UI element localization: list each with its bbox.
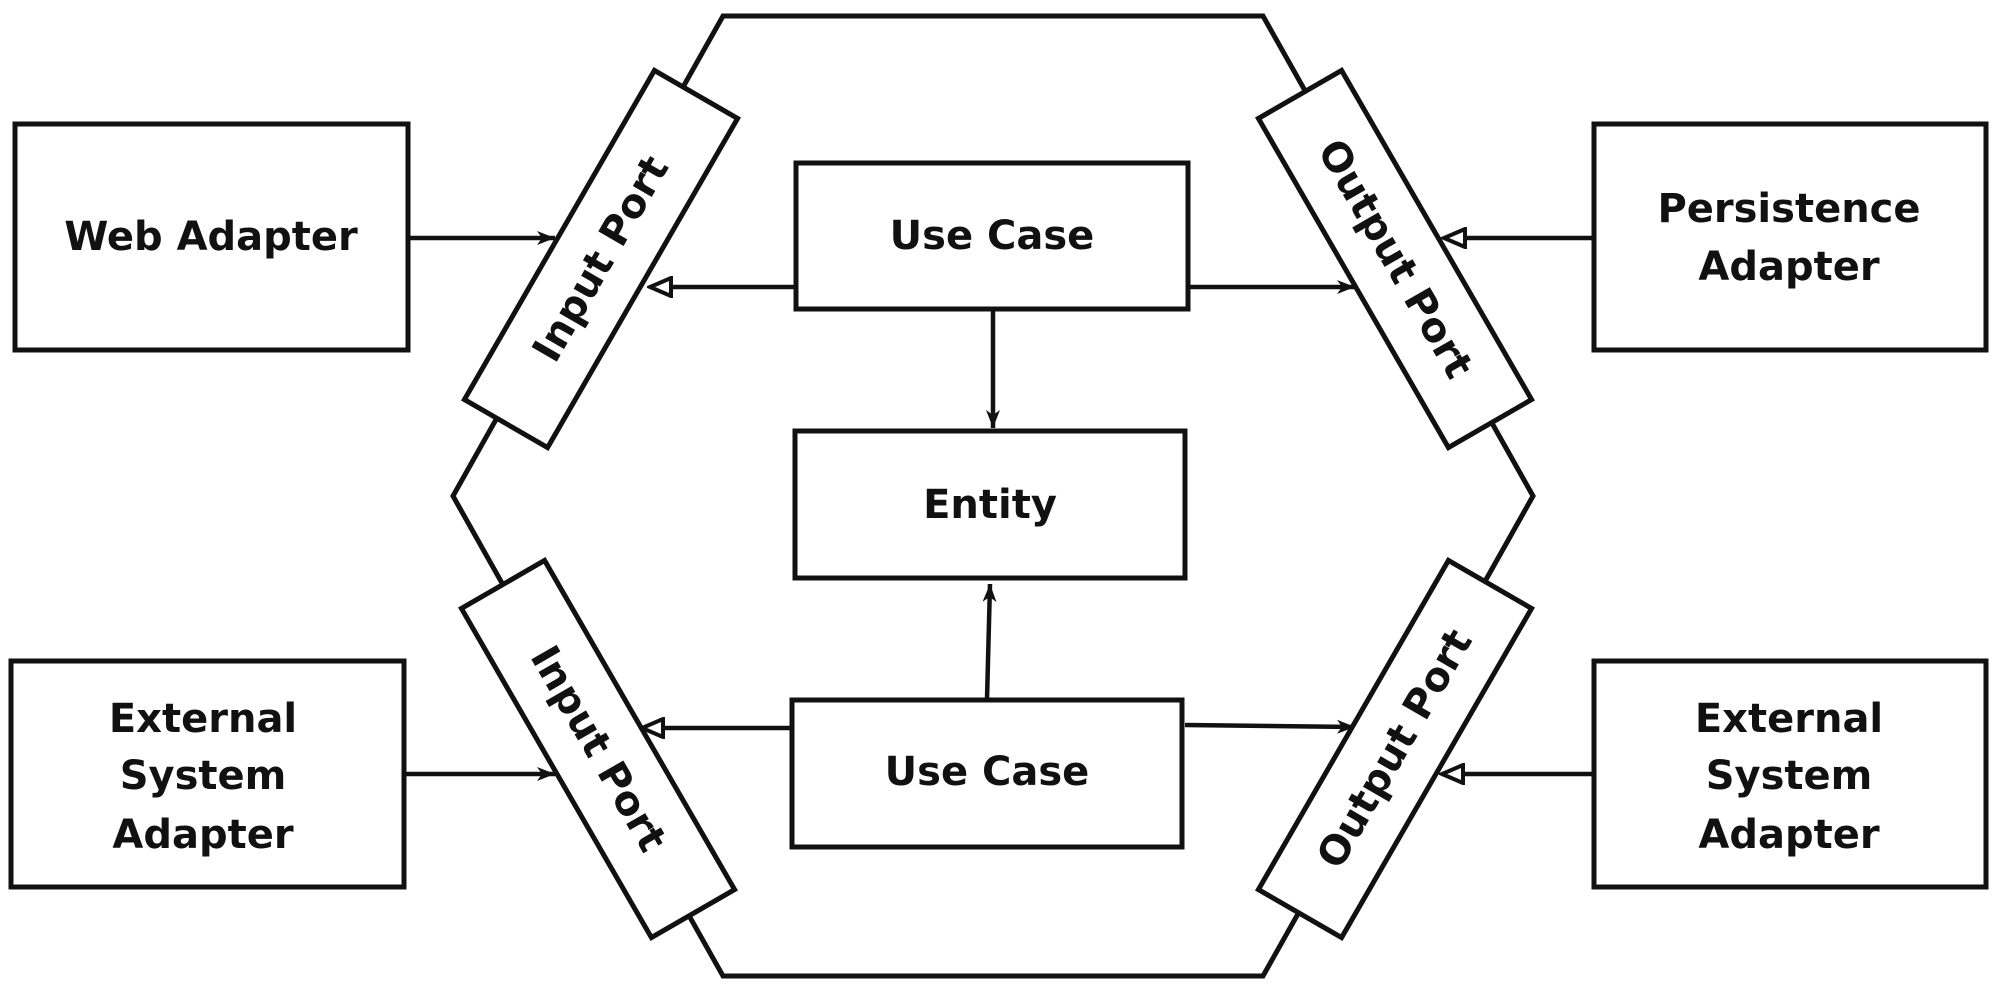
external-system-adapter-left-node: External System Adapter: [8, 658, 407, 890]
entity-label: Entity: [923, 482, 1057, 528]
entity-node: Entity: [792, 428, 1188, 581]
external-right-label-line3: Adapter: [1698, 812, 1879, 858]
input-port-top-node: Input Port: [461, 67, 741, 451]
use-case-bottom-node: Use Case: [789, 697, 1185, 850]
persistence-adapter-node: Persistence Adapter: [1591, 121, 1989, 353]
use-case-bottom-label: Use Case: [885, 749, 1090, 795]
external-system-adapter-right-node: External System Adapter: [1591, 658, 1989, 890]
edge-use-case-bottom-to-entity: [982, 583, 997, 700]
use-case-top-label: Use Case: [890, 213, 1095, 259]
external-right-label-line2: System: [1706, 753, 1873, 799]
web-adapter-label: Web Adapter: [64, 214, 358, 260]
output-port-top-node: Output Port: [1255, 67, 1535, 451]
use-case-top-node: Use Case: [793, 160, 1191, 312]
external-right-label-line1: External: [1695, 696, 1883, 742]
persistence-adapter-label-line2: Adapter: [1698, 244, 1879, 290]
external-left-label-line3: Adapter: [112, 812, 293, 858]
persistence-adapter-label-line1: Persistence: [1657, 186, 1920, 232]
output-port-bottom-node: Output Port: [1255, 557, 1535, 941]
edge-use-case-bottom-to-output-port: [1184, 719, 1356, 734]
application-hexagon: [450, 13, 1536, 979]
input-port-bottom-node: Input Port: [458, 557, 738, 941]
web-adapter-node: Web Adapter: [12, 121, 411, 353]
external-left-label-line1: External: [109, 696, 297, 742]
external-left-label-line2: System: [120, 753, 287, 799]
